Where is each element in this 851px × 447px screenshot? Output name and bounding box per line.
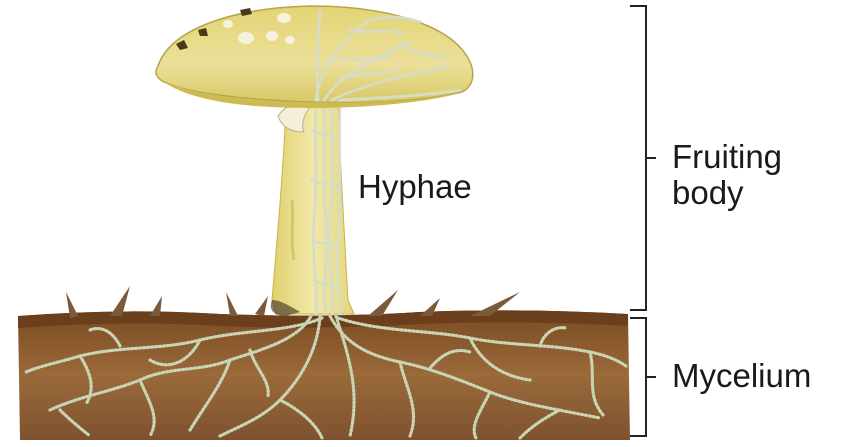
mycelium-label: Mycelium	[672, 358, 811, 394]
hyphae-label: Hyphae	[358, 169, 472, 205]
fruiting-body-label: Fruiting body	[672, 139, 842, 211]
mushroom-cap	[156, 6, 473, 108]
fruiting-body-label-line1: Fruiting	[672, 139, 842, 175]
mushroom-stalk	[271, 100, 354, 316]
fruiting-body-label-line2: body	[672, 175, 842, 211]
bracket-fruiting-body	[630, 6, 656, 310]
bracket-mycelium	[630, 318, 656, 436]
soil-block	[18, 310, 630, 440]
